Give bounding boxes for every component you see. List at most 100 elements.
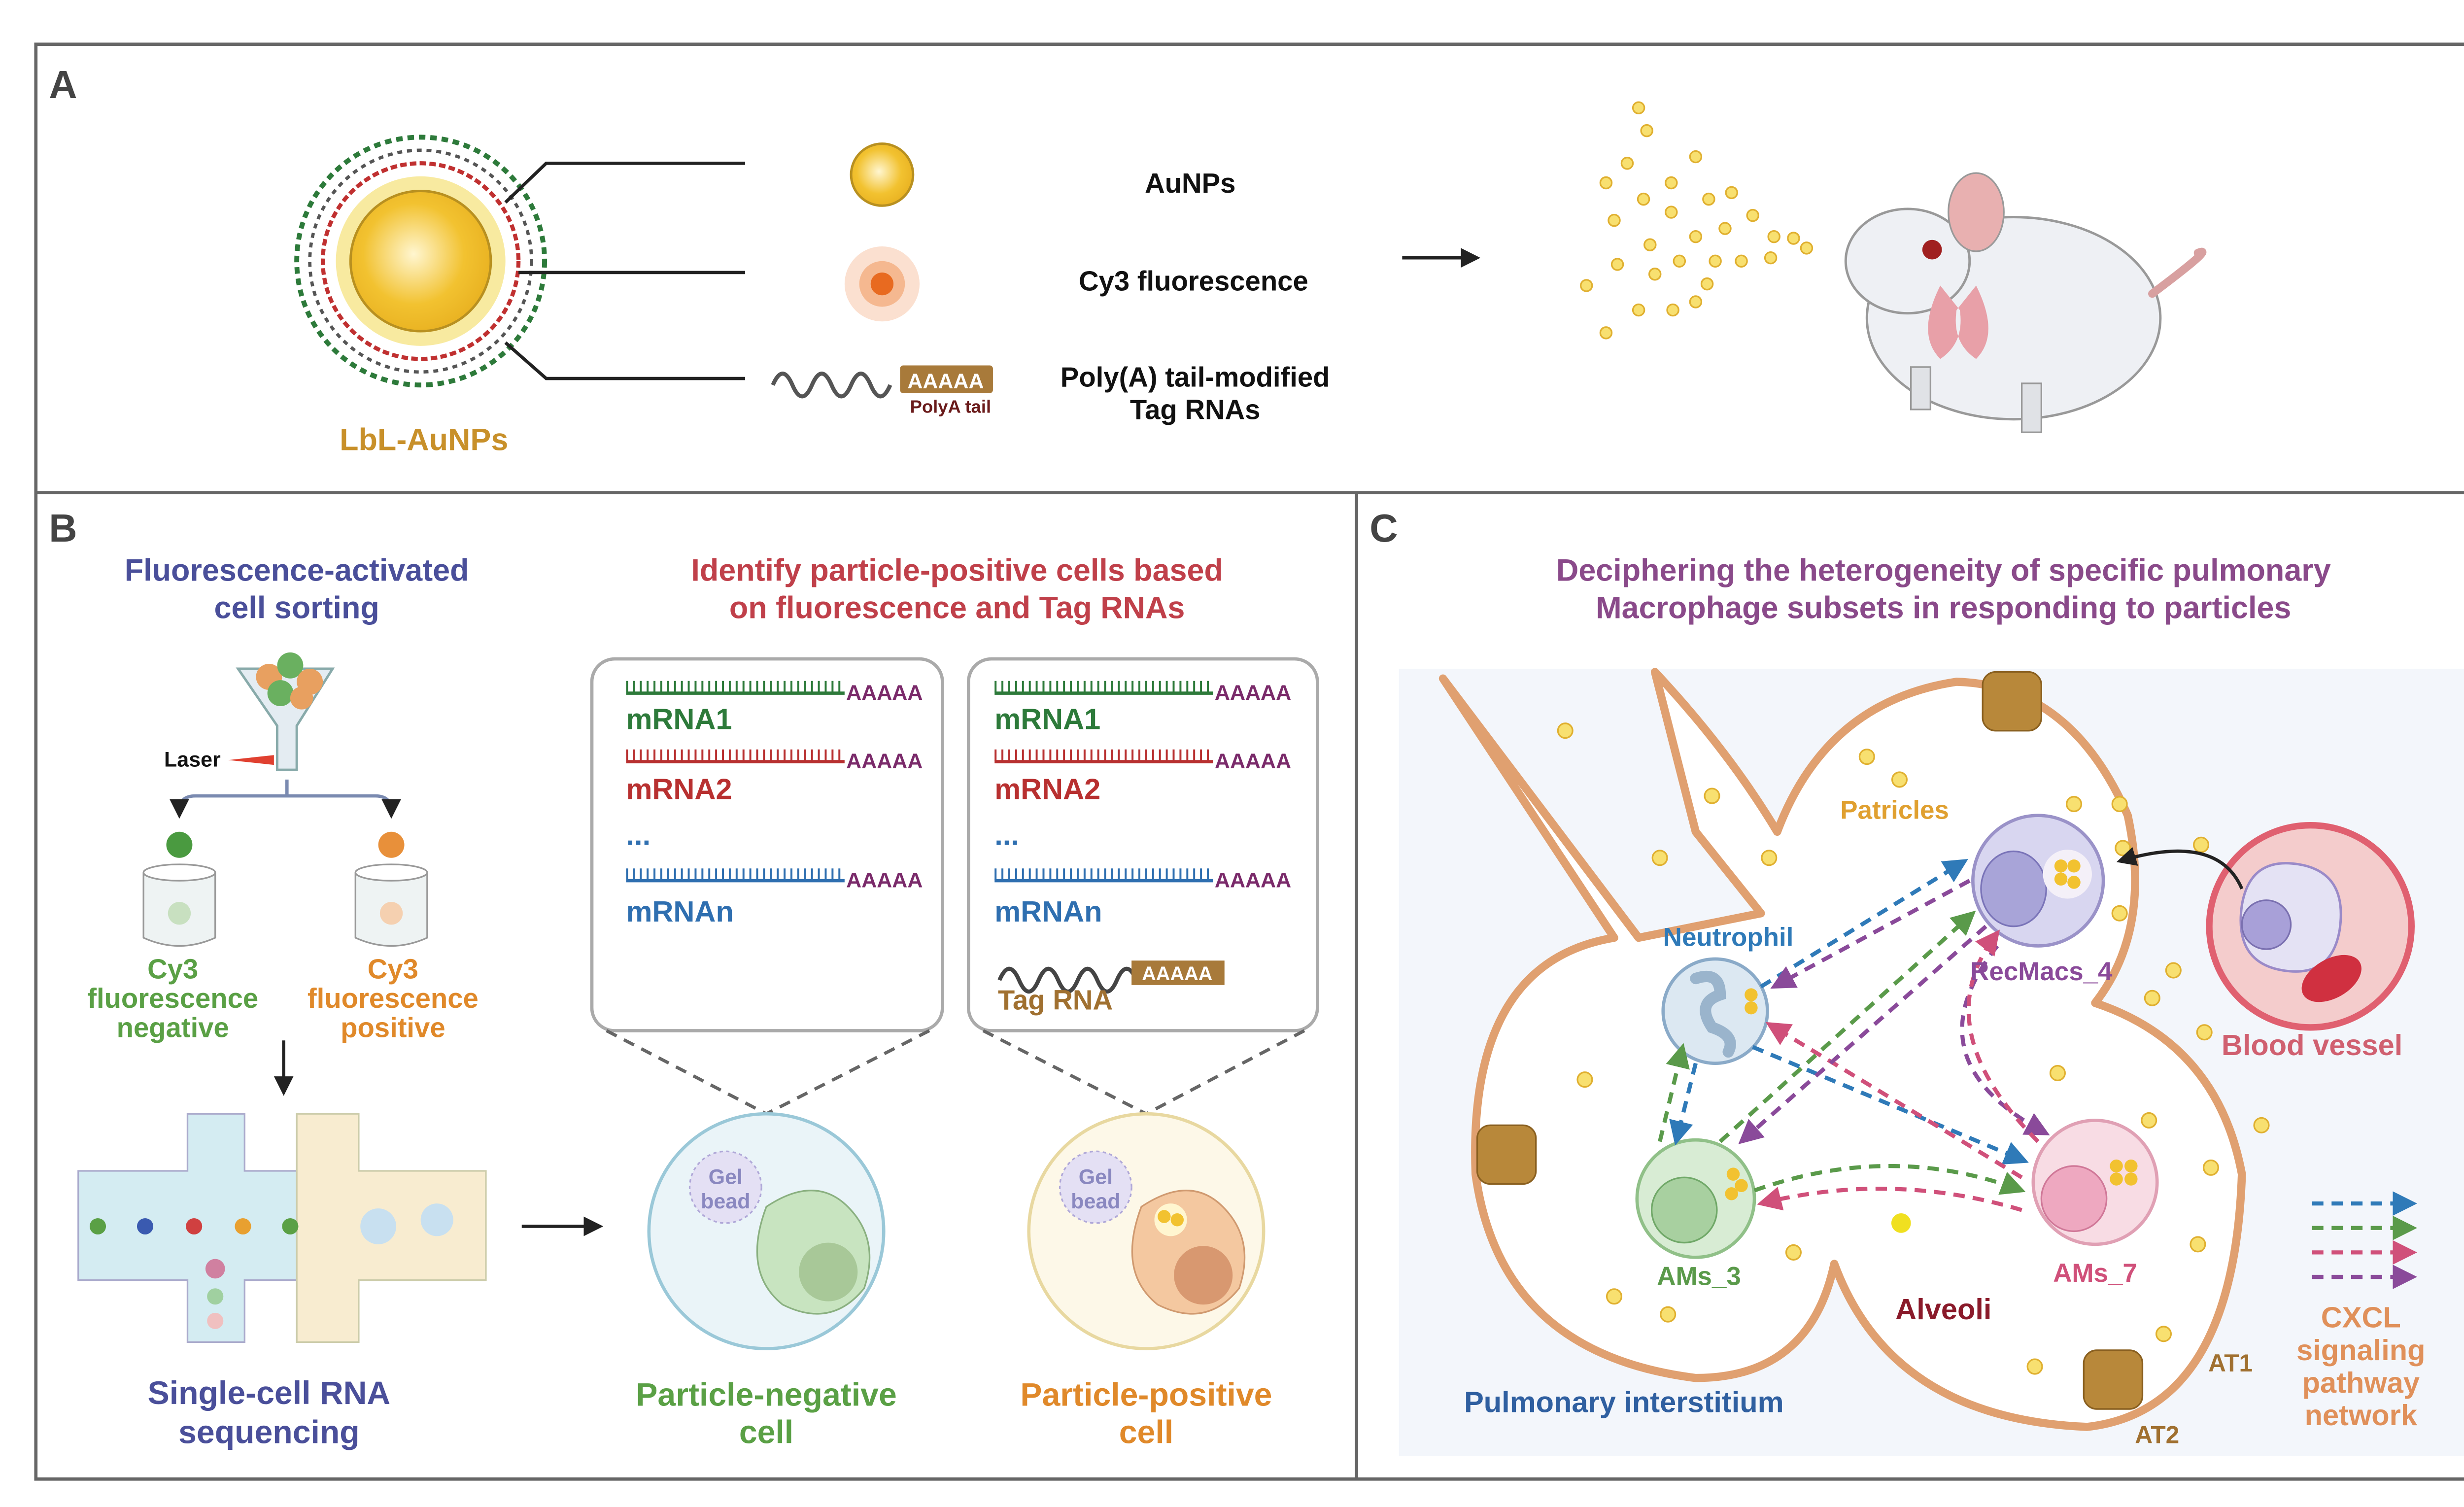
particle-dot: [1767, 230, 1780, 243]
recruitment-arrow-icon: [2116, 847, 2244, 890]
mouse-icon: [1844, 172, 2207, 433]
polya-caption: PolyA tail: [910, 397, 991, 417]
particle-dot: [1689, 230, 1703, 243]
particle-dot: [1764, 251, 1778, 265]
mrna-label: ...: [626, 818, 650, 851]
mrna-label: mRNA1: [626, 702, 732, 735]
particle-dot: [1665, 206, 1678, 219]
facs-title-2: cell sorting: [214, 590, 379, 625]
polya-text: AAAAA: [1215, 681, 1291, 705]
particle-dot: [2202, 1159, 2219, 1176]
cxcl-legend-1: CXCL: [2321, 1301, 2401, 1334]
particle-positive-cell-icon: [1027, 1112, 1266, 1350]
zoom-lines: [606, 1029, 1305, 1116]
neutrophil-label: Neutrophil: [1663, 923, 1794, 952]
particle-dot: [1718, 222, 1732, 235]
particle-dot: [2165, 962, 2182, 979]
panel-letter-b: B: [49, 506, 77, 550]
particle-dot: [1709, 254, 1722, 268]
particle-dot: [1666, 303, 1679, 317]
gel-bead-label-2: bead: [701, 1190, 750, 1213]
particle-dot: [1648, 268, 1662, 281]
blood-vessel-label: Blood vessel: [2222, 1028, 2402, 1062]
particle-dot: [1735, 254, 1748, 268]
identify-title-2: on fluorescence and Tag RNAs: [729, 590, 1185, 625]
cxcl-legend-2: signaling: [2296, 1334, 2425, 1367]
legend-arrows: [2312, 1191, 2417, 1289]
lbl-aunp-particle-icon: [294, 135, 548, 388]
tag-polya-text: AAAAA: [1142, 963, 1212, 985]
tag-rna-wave-icon: [997, 966, 1138, 993]
particle-dot: [1599, 326, 1613, 340]
polya-text: AAAAA: [1215, 750, 1291, 773]
blood-vessel-icon: [2206, 822, 2415, 1031]
particle-dot: [1891, 771, 1908, 788]
gel-bead-label-1: Gel: [709, 1165, 743, 1189]
identify-title-1: Identify particle-positive cells based: [691, 553, 1223, 587]
particle-dot: [1608, 213, 1621, 227]
polya-text: AAAAA: [1215, 868, 1291, 892]
particles-dots: [1557, 722, 2270, 1375]
polya-box: [900, 365, 993, 393]
neutrophil-cell-icon: [1661, 957, 1769, 1065]
at2-cell-icon: [1476, 671, 2144, 1410]
mrna-label: mRNAn: [994, 895, 1102, 928]
legend-aunps: AuNPs: [1145, 168, 1235, 199]
polya-text: AAAAA: [846, 750, 923, 773]
polya-text: AAAAA: [846, 681, 923, 705]
panel-letter-c: C: [1369, 506, 1398, 550]
particle-dot: [1702, 192, 1715, 206]
particle-dot: [1576, 1071, 1593, 1088]
particle-dot: [2065, 796, 2083, 813]
panel-b: B Fluorescence-activated cell sorting La…: [49, 506, 1319, 1451]
particle-dot: [1620, 157, 1634, 170]
particle-dot: [2196, 1024, 2213, 1041]
tag-rna-wave-icon: [771, 372, 892, 399]
particle-dot: [2253, 1117, 2270, 1133]
ams3-cell-icon: [1635, 1138, 1756, 1259]
legend-cy3: Cy3 fluorescence: [1079, 265, 1308, 296]
polya-text: AAAAA: [846, 868, 923, 892]
cxcl-legend-3: pathway: [2302, 1366, 2420, 1399]
mrna-label: ...: [994, 818, 1019, 851]
tag-rna-label: Tag RNA: [998, 984, 1113, 1015]
particle-dot: [2190, 1236, 2206, 1253]
cxcl-legend-4: network: [2305, 1399, 2418, 1432]
particle-dot: [1660, 1306, 1677, 1323]
negative-label-1: Cy3: [147, 954, 198, 985]
positive-label-3: positive: [341, 1012, 445, 1043]
particle-positive-label-2: cell: [1119, 1414, 1173, 1451]
particle-dot: [2111, 796, 2128, 813]
ams3-label: AMs_3: [1657, 1262, 1741, 1291]
mrna-label: mRNAn: [626, 895, 733, 928]
microfluidic-chip-icon: [77, 1113, 487, 1343]
panel-frames: [34, 42, 2464, 1481]
transcript-box-positive: AAAAA Tag RNA AAAAAmRNA1AAAAAmRNA2...AAA…: [966, 657, 1319, 1032]
particle-dot: [1606, 1288, 1623, 1305]
interstitium-label: Pulmonary interstitium: [1464, 1386, 1784, 1419]
legend-tag-line2: Tag RNAs: [1130, 394, 1261, 425]
particle-dot: [1858, 749, 1875, 765]
recmacs-cell-icon: [1971, 814, 2105, 948]
particle-dot: [1673, 254, 1686, 268]
particle-dot: [1689, 150, 1703, 164]
negative-label-2: fluorescence: [87, 983, 258, 1014]
particles-label: Patricles: [1840, 795, 1949, 824]
particle-dot: [1557, 722, 1574, 739]
particle-negative-label-2: cell: [739, 1414, 793, 1451]
gel-bead-label-1: Gel: [1079, 1165, 1113, 1189]
scrna-label-2: sequencing: [178, 1414, 360, 1451]
panel-a: A LbL-AuNPs AAAAA PolyA tail AuNPs Cy3 f…: [49, 63, 2207, 457]
particle-dot: [2141, 1112, 2157, 1129]
particle-dot: [2049, 1064, 2066, 1082]
ams7-label: AMs_7: [2053, 1259, 2137, 1288]
legend-tag-line1: Poly(A) tail-modified: [1061, 362, 1330, 393]
particle-dot: [1725, 186, 1738, 200]
c-title-2: Macrophage subsets in responding to part…: [1596, 590, 2291, 625]
particle-dot: [2144, 990, 2160, 1006]
laser-label: Laser: [164, 748, 221, 771]
gel-bead-label-2: bead: [1071, 1190, 1120, 1213]
mrna-label: mRNA2: [626, 773, 732, 806]
